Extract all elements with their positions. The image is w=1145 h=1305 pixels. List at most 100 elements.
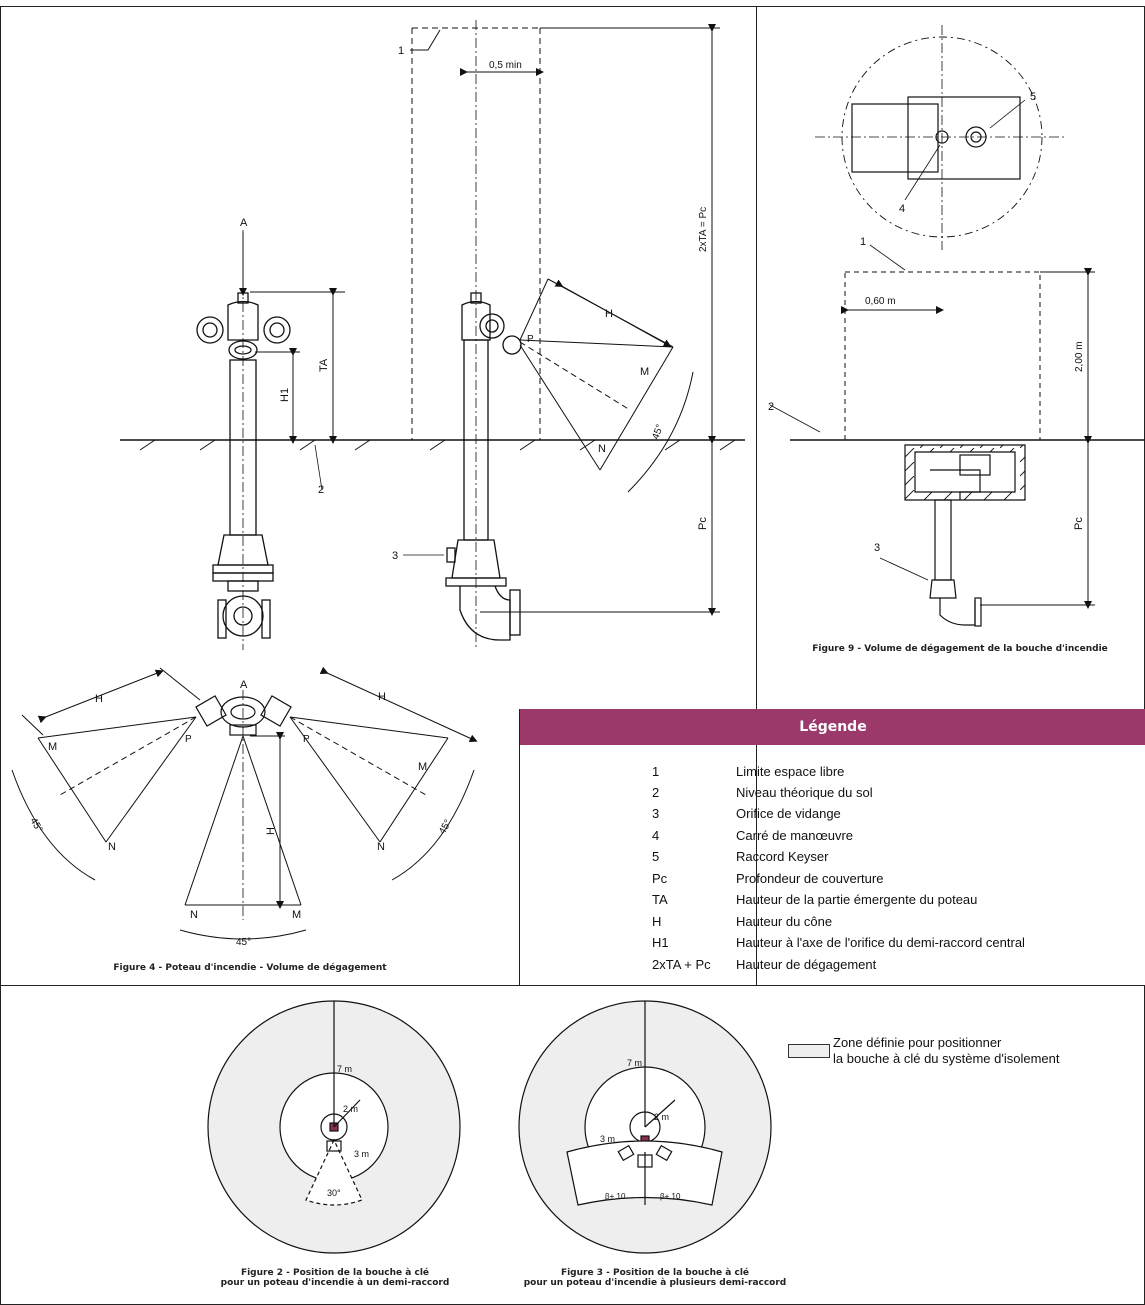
- label-H-right: H: [378, 691, 386, 703]
- caption-figure2-line1: Figure 2 - Position de la bouche à clé: [240, 1268, 430, 1278]
- label-0-60m: 0,60 m: [865, 296, 896, 307]
- label-2-00m: 2,00 m: [1074, 341, 1085, 372]
- legend-title: Légende: [520, 709, 1145, 745]
- legend-row: 1 Limite espace libre: [520, 764, 1145, 785]
- zone-swatch: [788, 1044, 830, 1058]
- zone-legend-line2: la bouche à clé du système d'isolement: [833, 1051, 1060, 1066]
- caption-figure3-line1: Figure 3 - Position de la bouche à clé: [560, 1268, 750, 1278]
- label-top-dim: 0,5 min: [489, 60, 522, 71]
- label-angle-mid: 45°: [650, 423, 666, 441]
- label-beta-right: β+ 10: [660, 1192, 681, 1201]
- callout-5: 5: [1030, 91, 1036, 103]
- legend-desc: Hauteur du cône: [736, 914, 833, 929]
- legend-key: Pc: [652, 871, 668, 886]
- caption-figure3-line2: pour un poteau d'incendie à plusieurs de…: [523, 1278, 787, 1288]
- label-N-right: N: [377, 841, 385, 853]
- caption-figure2-line2: pour un poteau d'incendie à un demi-racc…: [220, 1278, 450, 1288]
- zone-legend-text: Zone définie pour positionner la bouche …: [833, 1035, 1060, 1067]
- legend-row: H Hauteur du cône: [520, 914, 1145, 935]
- callout-1: 1: [398, 45, 404, 57]
- legend-key: TA: [652, 892, 668, 907]
- clearance-cone: [519, 278, 694, 493]
- legend-key: H: [652, 914, 662, 929]
- zone-legend-line1: Zone définie pour positionner: [833, 1035, 1002, 1050]
- label-P-right: P: [303, 734, 310, 745]
- label-Pc-fig9: Pc: [1073, 517, 1085, 530]
- callout-4: 4: [899, 203, 905, 215]
- label-A: A: [240, 217, 248, 229]
- legend-key: 5: [652, 849, 660, 864]
- legend-desc: Orifice de vidange: [736, 806, 841, 821]
- label-angle-left: 45°: [27, 816, 44, 835]
- legend-key: H1: [652, 935, 669, 950]
- label-angle-right: 45°: [437, 818, 454, 837]
- legend-row: 5 Raccord Keyser: [520, 849, 1145, 870]
- clear-space-limit: [410, 24, 720, 616]
- caption-figure9: Figure 9 - Volume de dégagement de la bo…: [812, 644, 1108, 654]
- label-Pc-fig4: Pc: [697, 517, 709, 530]
- legend-desc: Hauteur de dégagement: [736, 957, 877, 972]
- legend-key: 3: [652, 806, 660, 821]
- label-P-left: P: [185, 734, 192, 745]
- callout-3-fig4: 3: [392, 550, 398, 562]
- label-H1: H1: [279, 388, 291, 402]
- callout-1-fig9: 1: [860, 236, 866, 248]
- label-M-mid: M: [640, 366, 649, 378]
- label-H-mid: H: [605, 308, 613, 320]
- label-3m-fig2: 3 m: [354, 1149, 369, 1159]
- legend-desc: Raccord Keyser: [736, 849, 829, 864]
- label-A-plan: A: [240, 679, 248, 691]
- legend-row: TA Hauteur de la partie émergente du pote…: [520, 892, 1145, 913]
- label-H-left: H: [95, 693, 103, 705]
- caption-figure2: Figure 2 - Position de la bouche à clé p…: [180, 1268, 490, 1288]
- caption-figure3: Figure 3 - Position de la bouche à clé p…: [500, 1268, 810, 1288]
- label-N-left: N: [108, 841, 116, 853]
- caption-figure4: Figure 4 - Poteau d'incendie - Volume de…: [113, 963, 387, 973]
- fig2-zones: [207, 1000, 461, 1254]
- plan-cones: [11, 666, 478, 940]
- label-M-right: M: [418, 761, 427, 773]
- dimension-lines-left: [250, 288, 345, 444]
- legend-row: 2xTA + Pc Hauteur de dégagement: [520, 957, 1145, 978]
- legend-desc: Hauteur à l'axe de l'orifice du demi-rac…: [736, 935, 1025, 950]
- legend-desc: Limite espace libre: [736, 764, 845, 779]
- label-right-dim: 2xTA = Pc: [698, 207, 709, 252]
- label-M-left: M: [48, 741, 57, 753]
- fig9-plan: [815, 25, 1065, 250]
- legend-key: 2xTA + Pc: [652, 957, 711, 972]
- callout-3-fig9: 3: [874, 542, 880, 554]
- legend-desc: Carré de manœuvre: [736, 828, 854, 843]
- label-TA: TA: [318, 358, 330, 372]
- label-3m-fig3: 3 m: [600, 1134, 615, 1144]
- label-M-bottom: M: [292, 909, 301, 921]
- legend-row: 2 Niveau théorique du sol: [520, 785, 1145, 806]
- label-angle-bottom: 45°: [236, 937, 251, 948]
- callout-2-left: 2: [318, 484, 324, 496]
- legend-row: H1 Hauteur à l'axe de l'orifice du demi-r…: [520, 935, 1145, 956]
- label-2m-fig2: 2 m: [343, 1104, 358, 1114]
- label-2m-fig3: 2 m: [654, 1112, 669, 1122]
- legend-key: 2: [652, 785, 660, 800]
- legend-row: 3 Orifice de vidange: [520, 806, 1145, 827]
- fig9-elevation: [769, 244, 1145, 627]
- label-H-bottom: H: [265, 827, 277, 835]
- hydrant-left: [196, 230, 291, 650]
- legend-key: 4: [652, 828, 660, 843]
- legend-box: Légende 1 Limite espace libre 2 Niveau thé…: [519, 709, 1145, 985]
- legend-desc: Niveau théorique du sol: [736, 785, 873, 800]
- hydrant-plan: [195, 690, 292, 920]
- legend-row: Pc Profondeur de couverture: [520, 871, 1145, 892]
- label-7m-fig3: 7 m: [627, 1058, 642, 1068]
- fig3-zones: [518, 1000, 772, 1254]
- legend-desc: Profondeur de couverture: [736, 871, 884, 886]
- legend-key: 1: [652, 764, 660, 779]
- label-N-mid: N: [598, 443, 606, 455]
- label-7m-fig2: 7 m: [337, 1064, 352, 1074]
- ground-line-fig4: [120, 439, 745, 451]
- label-30deg: 30°: [327, 1188, 341, 1198]
- legend-desc: Hauteur de la partie émergente du poteau: [736, 892, 978, 907]
- label-P-mid: P: [527, 334, 534, 345]
- label-N-bottom: N: [190, 909, 198, 921]
- legend-row: 4 Carré de manœuvre: [520, 828, 1145, 849]
